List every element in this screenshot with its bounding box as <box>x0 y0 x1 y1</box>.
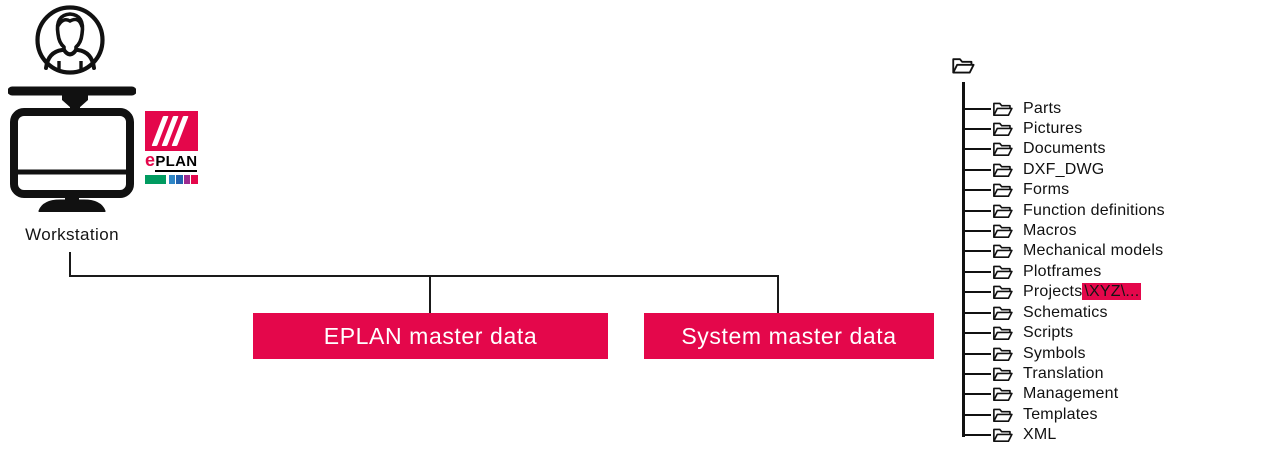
tree-item: Macros <box>950 221 1077 241</box>
connector-horizontal <box>69 275 779 277</box>
folder-icon <box>993 142 1013 157</box>
eplan-master-data-box: EPLAN master data <box>253 313 608 359</box>
tree-branch-line <box>963 209 991 212</box>
tree-branch-line <box>963 189 991 192</box>
tree-branch-line <box>963 311 991 314</box>
eplan-logo-plan: PLAN <box>155 153 198 172</box>
connector-eplan-box-drop <box>429 275 431 313</box>
tree-trunk-line <box>962 82 965 437</box>
folder-icon <box>993 367 1013 381</box>
eplan-logo-colorbar <box>145 175 198 184</box>
folder-label: Scripts <box>1023 324 1074 342</box>
tree-item: XML <box>950 425 1057 445</box>
tree-item: Symbols <box>950 344 1086 364</box>
tree-branch-line <box>963 332 991 335</box>
tree-branch-line <box>963 291 991 294</box>
folder-tree: Parts Pictures Documents DXF_DWG <box>950 55 1280 455</box>
tree-item: Forms <box>950 180 1069 200</box>
folder-icon <box>993 204 1013 218</box>
tree-item: Parts <box>950 99 1061 119</box>
eplan-logo-slashes-icon <box>145 111 198 151</box>
folder-label: Mechanical models <box>1023 242 1164 260</box>
folder-icon <box>993 347 1013 361</box>
folder-label: XML <box>1023 426 1057 444</box>
folder-label: Translation <box>1023 364 1104 382</box>
tree-branch-line <box>963 127 991 130</box>
tree-item: Plotframes <box>950 262 1101 282</box>
folder-label: Symbols <box>1023 344 1086 362</box>
tree-item: Management <box>950 384 1118 404</box>
connector-workstation-drop <box>69 252 71 276</box>
tree-branch-line <box>963 413 991 416</box>
tree-item: Projects\XYZ\... <box>950 282 1142 302</box>
folder-label: Function definitions <box>1023 201 1165 219</box>
folder-label: Plotframes <box>1023 262 1102 280</box>
folder-label: Schematics <box>1023 303 1108 321</box>
tree-branch-line <box>963 372 991 375</box>
folder-icon <box>993 122 1013 136</box>
user-avatar-icon <box>35 5 105 75</box>
workstation-label: Workstation <box>25 225 119 244</box>
tree-branch-line <box>963 148 991 151</box>
folder-icon <box>993 245 1013 259</box>
folder-label: Pictures <box>1023 119 1083 137</box>
tree-item: Function definitions <box>950 201 1165 221</box>
folder-label: Management <box>1023 385 1119 403</box>
eplan-logo-e: e <box>145 150 156 170</box>
tree-item: Scripts <box>950 323 1073 343</box>
folder-label: DXF_DWG <box>1023 160 1105 178</box>
folder-label: Templates <box>1023 405 1098 423</box>
folder-label: Documents <box>1023 140 1106 158</box>
tree-branch-line <box>963 434 991 437</box>
folder-icon <box>993 224 1013 239</box>
tree-branch-line <box>963 107 991 110</box>
folder-icon <box>993 285 1013 300</box>
tree-item: Mechanical models <box>950 241 1163 261</box>
folder-icon <box>993 306 1013 320</box>
folder-icon <box>993 388 1013 402</box>
tree-item: DXF_DWG <box>950 160 1104 180</box>
system-master-data-box: System master data <box>644 313 934 359</box>
folder-icon <box>993 326 1013 341</box>
folder-label: Parts <box>1023 99 1062 117</box>
workstation-monitor-icon <box>8 86 136 212</box>
folder-icon <box>993 265 1013 279</box>
tree-branch-line <box>963 393 991 396</box>
folder-icon <box>993 163 1013 177</box>
folder-label-highlight: \XYZ\... <box>1082 283 1142 301</box>
folder-label: Projects\XYZ\... <box>1023 283 1142 301</box>
folder-icon <box>993 408 1013 422</box>
folder-label: Macros <box>1023 222 1077 240</box>
folder-icon <box>993 183 1013 198</box>
tree-branch-line <box>963 250 991 253</box>
tree-branch-line <box>963 352 991 355</box>
tree-item: Translation <box>950 364 1104 384</box>
tree-item: Schematics <box>950 303 1108 323</box>
tree-branch-line <box>963 168 991 171</box>
root-folder-icon <box>952 58 975 74</box>
tree-item: Documents <box>950 139 1106 159</box>
tree-item: Pictures <box>950 119 1082 139</box>
folder-label: Forms <box>1023 181 1070 199</box>
folder-icon <box>993 102 1013 116</box>
folder-icon <box>993 428 1013 443</box>
tree-item: Templates <box>950 405 1098 425</box>
tree-branch-line <box>963 230 991 233</box>
tree-branch-line <box>963 270 991 273</box>
connector-system-box-drop <box>777 275 779 313</box>
